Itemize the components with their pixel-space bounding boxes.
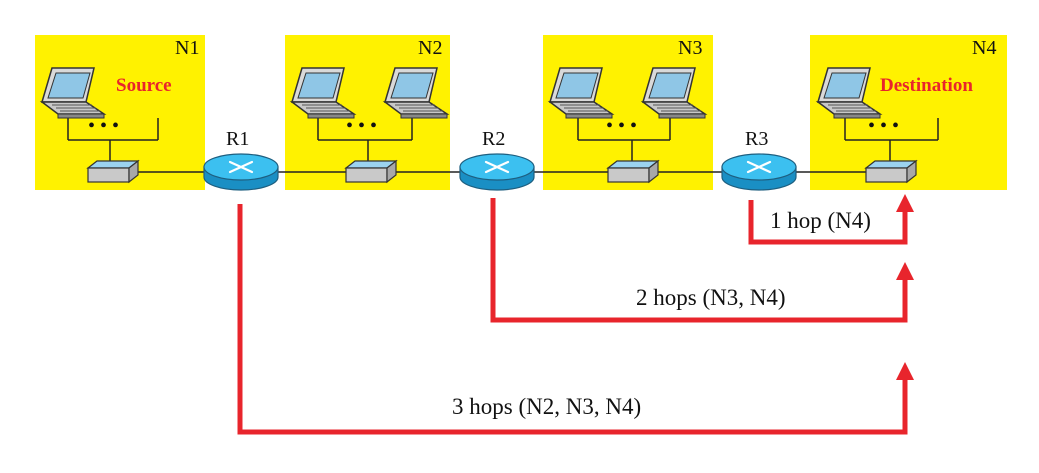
arrowhead-icon — [896, 194, 914, 212]
router-r2-label: R2 — [482, 128, 505, 150]
network-n2-name: N2 — [418, 37, 442, 59]
switch-icon — [87, 160, 139, 183]
router-r1-label: R1 — [226, 128, 249, 150]
ellipsis: • • • — [868, 115, 899, 137]
network-n4-lan: • • • — [817, 67, 939, 183]
source-label: Source — [116, 75, 172, 96]
destination-label: Destination — [880, 75, 973, 96]
router-r3-label: R3 — [745, 128, 768, 150]
path-1-hop: 1 hop (N4) — [748, 194, 914, 245]
switch-icon — [345, 160, 397, 183]
path-3-hops: 3 hops (N2, N3, N4) — [237, 204, 914, 435]
network-n3-lan: • • • — [549, 67, 706, 183]
router-icon-r1 — [202, 152, 280, 192]
ellipsis: • • • — [606, 115, 637, 137]
path-1-hop-label: 1 hop (N4) — [770, 208, 871, 233]
path-2-hops: 2 hops (N3, N4) — [490, 198, 914, 323]
switch-icon — [865, 160, 917, 183]
network-n3-name: N3 — [678, 37, 702, 59]
network-n4-name: N4 — [972, 37, 996, 59]
network-n1-lan: • • • — [41, 67, 159, 183]
arrowhead-icon — [896, 262, 914, 280]
ellipsis: • • • — [88, 115, 119, 137]
ellipsis: • • • — [346, 115, 377, 137]
path-2-hops-label: 2 hops (N3, N4) — [636, 285, 786, 310]
router-icon-r3 — [720, 152, 798, 192]
switch-icon — [607, 160, 659, 183]
path-3-hops-label: 3 hops (N2, N3, N4) — [452, 394, 641, 419]
router-icon-r2 — [458, 152, 536, 192]
network-n2-lan: • • • — [291, 67, 448, 183]
network-n1-name: N1 — [175, 37, 199, 59]
arrowhead-icon — [896, 362, 914, 380]
